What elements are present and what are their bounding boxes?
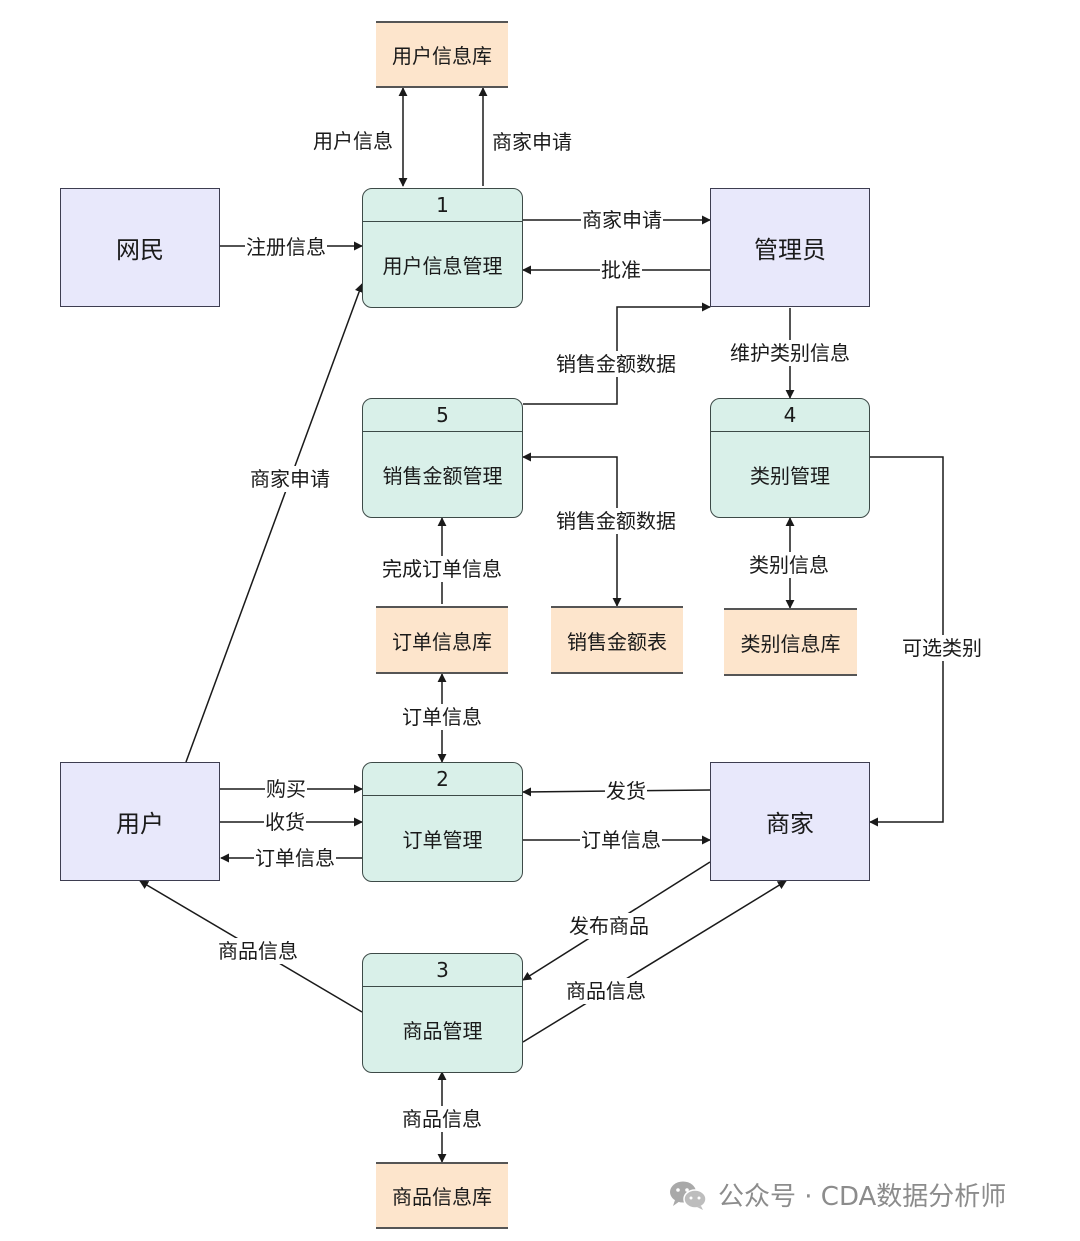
flow-label-sales-data-admin: 销售金额数据: [555, 351, 677, 377]
flow-label-approve: 批准: [600, 257, 642, 283]
process-order-management: 2 订单管理: [362, 762, 523, 882]
entity-netizen: 网民: [60, 188, 220, 307]
flow-label-receive: 收货: [264, 809, 306, 835]
process-sales-management: 5 销售金额管理: [362, 398, 523, 518]
flow-label-user-info: 用户信息: [312, 128, 394, 154]
flow-label-register-info: 注册信息: [245, 234, 327, 260]
process-name: 订单管理: [402, 828, 483, 852]
flow-product-info-merchant: [522, 880, 787, 1043]
flow-label-category-info: 类别信息: [748, 552, 830, 578]
process-name: 类别管理: [750, 464, 830, 488]
flow-label-product-info-merchant: 商品信息: [565, 978, 647, 1004]
process-number: 5: [363, 399, 522, 432]
flow-label-product-info-store: 商品信息: [401, 1106, 483, 1132]
process-user-info-management: 1 用户信息管理: [362, 188, 523, 308]
flow-label-order-info-store: 订单信息: [401, 704, 483, 730]
store-order-db-label: 订单信息库: [392, 629, 492, 654]
flow-label-buy: 购买: [265, 776, 307, 802]
flow-label-order-info-merchant: 订单信息: [580, 827, 662, 853]
process-category-management: 4 类别管理: [710, 398, 870, 518]
store-product-db-label: 商品信息库: [392, 1185, 492, 1209]
store-product-db: 商品信息库: [376, 1162, 508, 1229]
flow-merchant-apply-user: [185, 283, 364, 763]
flow-label-merchant-apply-store: 商家申请: [491, 129, 573, 155]
store-category-db-label: 类别信息库: [740, 631, 841, 656]
flow-label-ship: 发货: [605, 778, 647, 804]
flow-label-completed-order-info: 完成订单信息: [381, 556, 503, 582]
process-number: 1: [363, 189, 522, 222]
entity-admin-label: 管理员: [754, 236, 826, 264]
flow-label-sales-data-table: 销售金额数据: [555, 508, 677, 534]
store-sales-table: 销售金额表: [551, 606, 683, 674]
entity-user: 用户: [60, 762, 220, 881]
store-order-db: 订单信息库: [376, 606, 508, 674]
flow-label-product-info-user: 商品信息: [217, 938, 299, 964]
entity-admin: 管理员: [710, 188, 870, 307]
watermark: 公众号 · CDA数据分析师: [668, 1176, 1006, 1213]
entity-merchant-label: 商家: [766, 810, 814, 838]
process-name: 商品管理: [402, 1019, 483, 1043]
process-number: 2: [363, 763, 522, 796]
flow-label-order-info-user: 订单信息: [254, 845, 336, 871]
flow-label-publish-product: 发布商品: [568, 913, 650, 939]
entity-netizen-label: 网民: [116, 236, 164, 264]
flow-label-maintain-category: 维护类别信息: [729, 340, 851, 366]
process-name: 销售金额管理: [382, 464, 503, 488]
entity-user-label: 用户: [116, 810, 164, 838]
flow-sales-data-table: [522, 452, 622, 607]
flow-label-merchant-apply-admin: 商家申请: [581, 207, 663, 233]
process-number: 4: [711, 399, 869, 432]
watermark-text: 公众号 · CDA数据分析师: [718, 1182, 1007, 1212]
store-sales-table-label: 销售金额表: [567, 629, 667, 654]
store-user-db-label: 用户信息库: [392, 44, 492, 68]
process-number: 3: [363, 954, 522, 987]
process-name: 用户信息管理: [382, 254, 503, 278]
store-category-db: 类别信息库: [724, 608, 857, 676]
process-product-management: 3 商品管理: [362, 953, 523, 1073]
wechat-icon: [670, 1181, 707, 1210]
flow-label-optional-category: 可选类别: [901, 635, 983, 661]
entity-merchant: 商家: [710, 762, 870, 881]
flow-label-merchant-apply-user: 商家申请: [249, 466, 331, 492]
store-user-db: 用户信息库: [376, 21, 508, 88]
